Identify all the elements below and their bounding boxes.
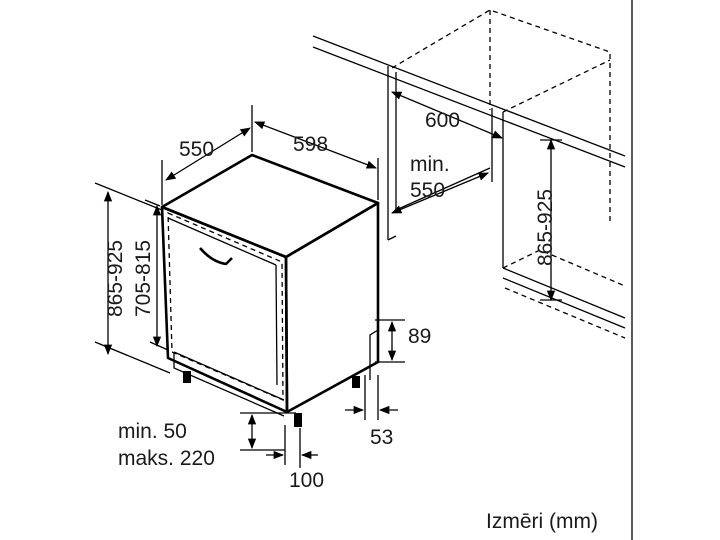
dim-height-body-label: 705-815 — [132, 240, 155, 317]
dim-clearance-label-1: min. 50 — [118, 420, 187, 443]
dim-height-total-label: 865-925 — [104, 240, 127, 317]
dim-plinth-height-label: 89 — [408, 325, 431, 348]
dim-niche-height-label: 865-925 — [534, 189, 557, 266]
dim-niche-depth-label-2: 550 — [410, 179, 445, 202]
dim-plinth-offset-label: 53 — [370, 426, 393, 449]
dim-niche-width-label: 600 — [425, 109, 460, 132]
dimension-lines — [94, 105, 405, 468]
dim-clearance-label-2: maks. 220 — [118, 447, 215, 470]
dim-niche-depth-label-1: min. — [410, 153, 450, 176]
dim-depth-label: 550 — [179, 138, 214, 161]
units-caption: Izmēri (mm) — [486, 510, 598, 533]
dishwasher-body — [160, 153, 380, 427]
dim-width-label: 598 — [293, 133, 328, 156]
dim-foot-depth-label: 100 — [289, 469, 324, 492]
niche-drawing — [312, 9, 626, 339]
